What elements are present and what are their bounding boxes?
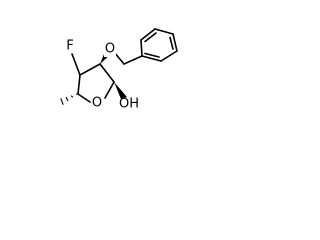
ring-oxygen-label: O [92,96,102,111]
bond-c4-c3 [77,74,81,95]
furanose-ring [77,63,115,103]
bond-ring-oxygen-c4 [77,93,91,103]
phenyl-ring [140,28,178,62]
molecule-structure: F O O OH [60,28,178,112]
bond-ch2-phenyl [123,55,143,65]
hydroxyl-label: OH [119,97,139,112]
bond-c3-c2 [79,63,101,76]
hydroxyl-wedge [114,82,127,99]
ether-oxygen-label: O [105,42,115,57]
fluorine-label: F [66,39,73,54]
bond-c1-ring-oxygen [104,81,115,99]
bond-c3-fluorine [71,53,81,76]
methyl-hashed-wedge [60,93,79,105]
bond-c2-c1 [99,63,115,83]
